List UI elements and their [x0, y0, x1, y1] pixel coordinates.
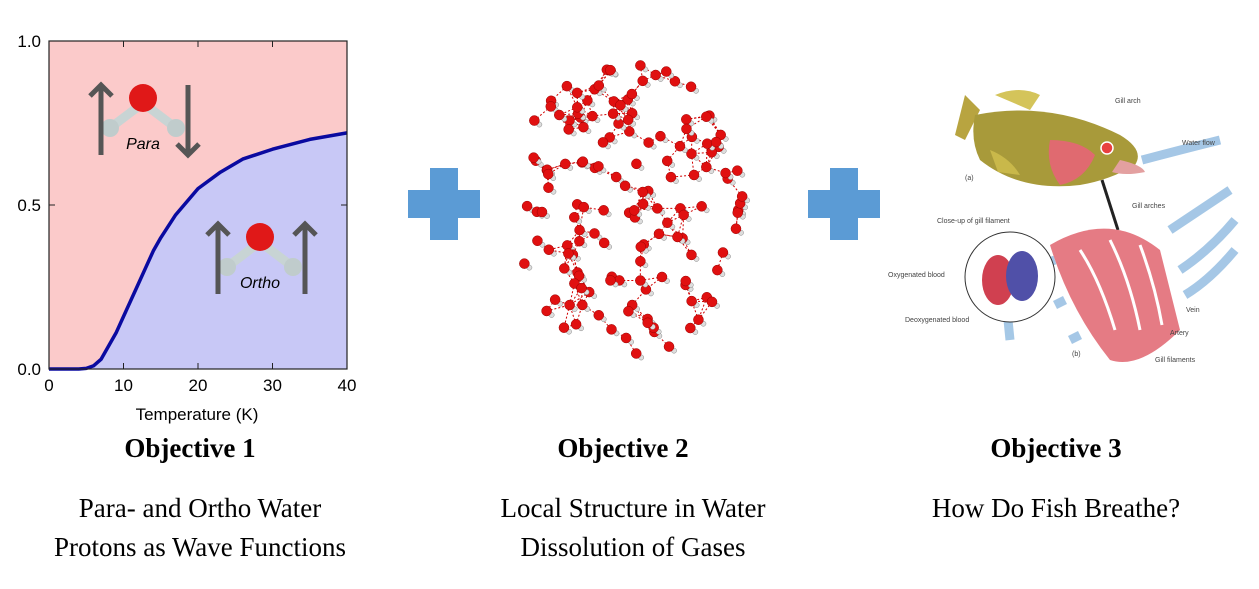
label-gill-arch: Gill arch: [1115, 98, 1141, 105]
pointer-arrow: [1100, 179, 1120, 231]
water-molecules: [519, 60, 751, 361]
x-tick-label: 40: [338, 376, 357, 395]
plus-icon: [808, 168, 880, 240]
ortho-water-molecule: Ortho: [205, 220, 318, 294]
y-tick-label: 1.0: [17, 32, 41, 51]
x-tick-label: 10: [114, 376, 133, 395]
water-clathrate-structure: [519, 60, 751, 361]
plus-icon: [408, 168, 480, 240]
x-tick-label: 0: [44, 376, 53, 395]
fish: [955, 90, 1145, 187]
objective-1-description: Para- and Ortho Water Protons as Wave Fu…: [0, 489, 410, 567]
ortho-region: [49, 132, 347, 369]
objective-3-title: Objective 3: [990, 433, 1122, 463]
ortho-fraction-curve: [49, 131, 348, 371]
y-tick-label: 0.5: [17, 196, 41, 215]
description-line: Local Structure in Water: [500, 493, 766, 523]
x-tick-label: 30: [263, 376, 282, 395]
label-gill-arches: Gill arches: [1132, 203, 1166, 210]
label-oxygenated-blood: Oxygenated blood: [888, 272, 945, 279]
objective-2-title: Objective 2: [557, 433, 689, 463]
description-line: Protons as Wave Functions: [53, 532, 347, 562]
label-panel-b: (b): [1072, 351, 1081, 358]
fish-gill-illustration: Gill arch Water flow (a) Close-up of gil…: [888, 90, 1239, 364]
label-vein: Vein: [1186, 307, 1200, 314]
ortho-water-molecule-label: Ortho: [240, 275, 280, 292]
x-axis-label: Temperature (K): [136, 405, 259, 424]
objective-1-title: Objective 1: [124, 433, 256, 463]
label-water-flow: Water flow: [1182, 140, 1216, 147]
objective-3-description: How Do Fish Breathe?: [846, 489, 1259, 528]
x-tick-label: 20: [189, 376, 208, 395]
label-gill-filaments: Gill filaments: [1155, 357, 1196, 364]
description-line: How Do Fish Breathe?: [931, 493, 1181, 523]
gill-filament-closeup: [964, 231, 1056, 323]
y-tick-label: 0.0: [17, 360, 41, 379]
description-line: Para- and Ortho Water: [78, 493, 322, 523]
label-deoxygenated-blood: Deoxygenated blood: [905, 317, 969, 324]
label-artery: Artery: [1170, 330, 1189, 337]
gill-arches: [1050, 228, 1180, 362]
objective-2-description: Local Structure in Water Dissolution of …: [423, 489, 843, 567]
para-water-molecule-label: Para: [126, 136, 160, 153]
description-line: Dissolution of Gases: [520, 532, 746, 562]
label-panel-a: (a): [965, 175, 974, 182]
para-water-molecule: Para: [88, 81, 201, 159]
label-closeup: Close-up of gill filament: [937, 218, 1010, 225]
